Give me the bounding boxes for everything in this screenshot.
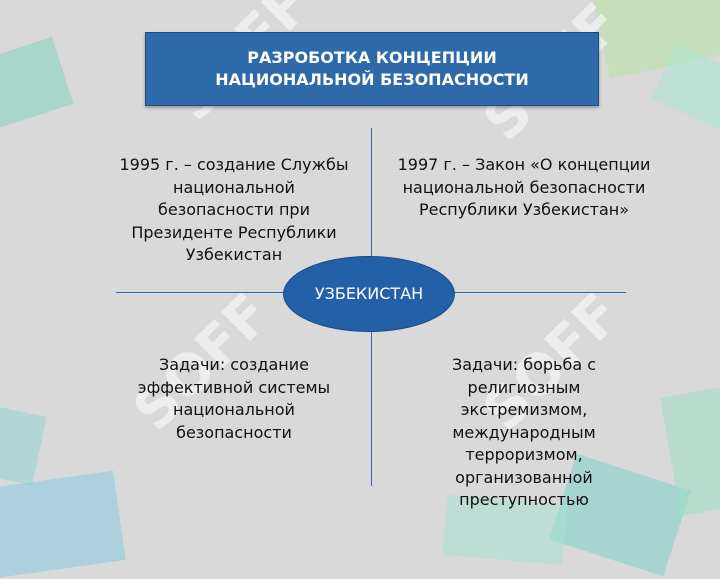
decor-shape (0, 37, 74, 133)
quadrant-top-left: 1995 г. – создание Службы национальной б… (119, 155, 349, 264)
center-label: УЗБЕКИСТАН (314, 284, 424, 303)
title-line-1: РАЗРОБОТКА КОНЦЕПЦИИ (247, 48, 497, 67)
center-ellipse: УЗБЕКИСТАН (283, 256, 455, 332)
quadrant-top-right: 1997 г. – Закон «О концепции национально… (397, 155, 651, 219)
title-line-2: НАЦИОНАЛЬНОЙ БЕЗОПАСНОСТИ (215, 70, 529, 89)
decor-shape (0, 470, 126, 579)
quadrant-bottom-left: Задачи: создание эффективной системы нац… (137, 355, 331, 442)
slide-title: РАЗРОБОТКА КОНЦЕПЦИИ НАЦИОНАЛЬНОЙ БЕЗОПА… (145, 32, 599, 106)
quadrant-bottom-right: Задачи: борьба с религиозным экстремизмо… (451, 355, 597, 509)
decor-shape (0, 404, 47, 486)
